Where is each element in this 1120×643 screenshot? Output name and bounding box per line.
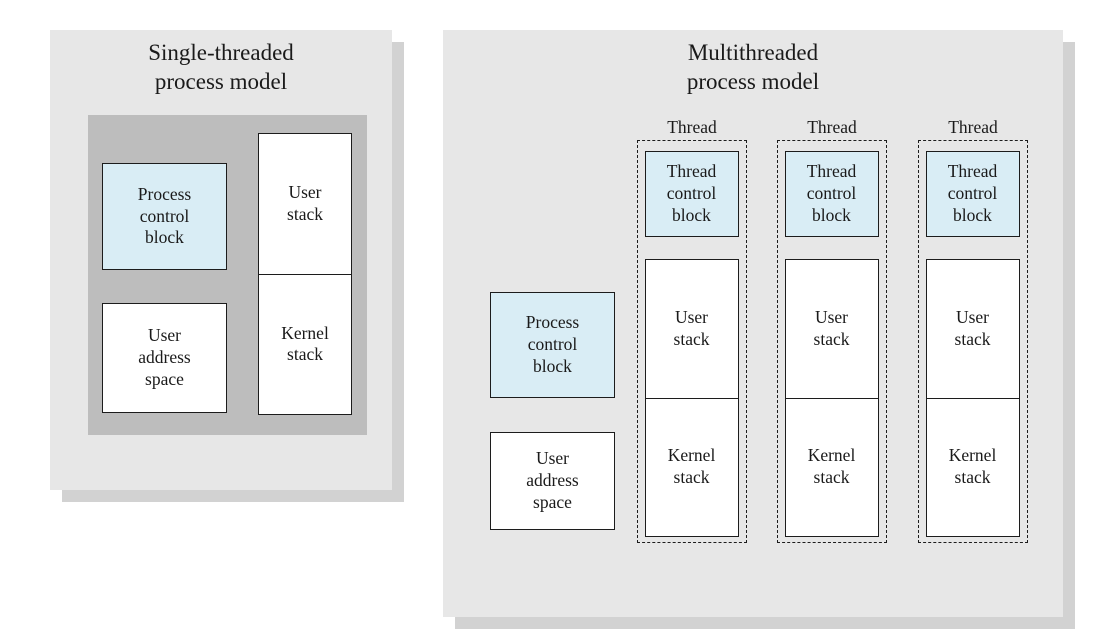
thread-boundary: Thread control block User stack Kernel s… — [637, 140, 747, 543]
thread-control-block: Thread control block — [784, 151, 879, 237]
user-address-space: User address space — [102, 303, 227, 413]
thread-label: Thread — [948, 117, 998, 137]
thread-column: Thread Thread control block User stack K… — [777, 116, 887, 543]
user-address-space: User address space — [490, 432, 615, 530]
kernel-stack: Kernel stack — [784, 397, 879, 537]
multithreaded-title: Multithreaded process model — [686, 40, 820, 95]
multithreaded-panel: Multithreaded process model Process cont… — [443, 30, 1063, 617]
user-stack: User stack — [925, 259, 1020, 399]
thread-column: Thread Thread control block User stack K… — [637, 116, 747, 543]
user-stack: User stack — [258, 133, 352, 275]
thread-boundary: Thread control block User stack Kernel s… — [918, 140, 1028, 543]
thread-column: Thread Thread control block User stack K… — [918, 116, 1028, 543]
single-threaded-panel: Single-threaded process model Process co… — [50, 30, 392, 490]
thread-boundary: Thread control block User stack Kernel s… — [777, 140, 887, 543]
process-control-block: Process control block — [490, 292, 615, 398]
thread-label: Thread — [667, 117, 717, 137]
kernel-stack: Kernel stack — [258, 273, 352, 415]
thread-control-block: Thread control block — [644, 151, 739, 237]
thread-control-block: Thread control block — [925, 151, 1020, 237]
thread-label: Thread — [807, 117, 857, 137]
user-stack: User stack — [784, 259, 879, 399]
kernel-stack: Kernel stack — [644, 397, 739, 537]
user-stack: User stack — [644, 259, 739, 399]
process-control-block: Process control block — [102, 163, 227, 270]
single-threaded-title: Single-threaded process model — [148, 40, 294, 95]
kernel-stack: Kernel stack — [925, 397, 1020, 537]
